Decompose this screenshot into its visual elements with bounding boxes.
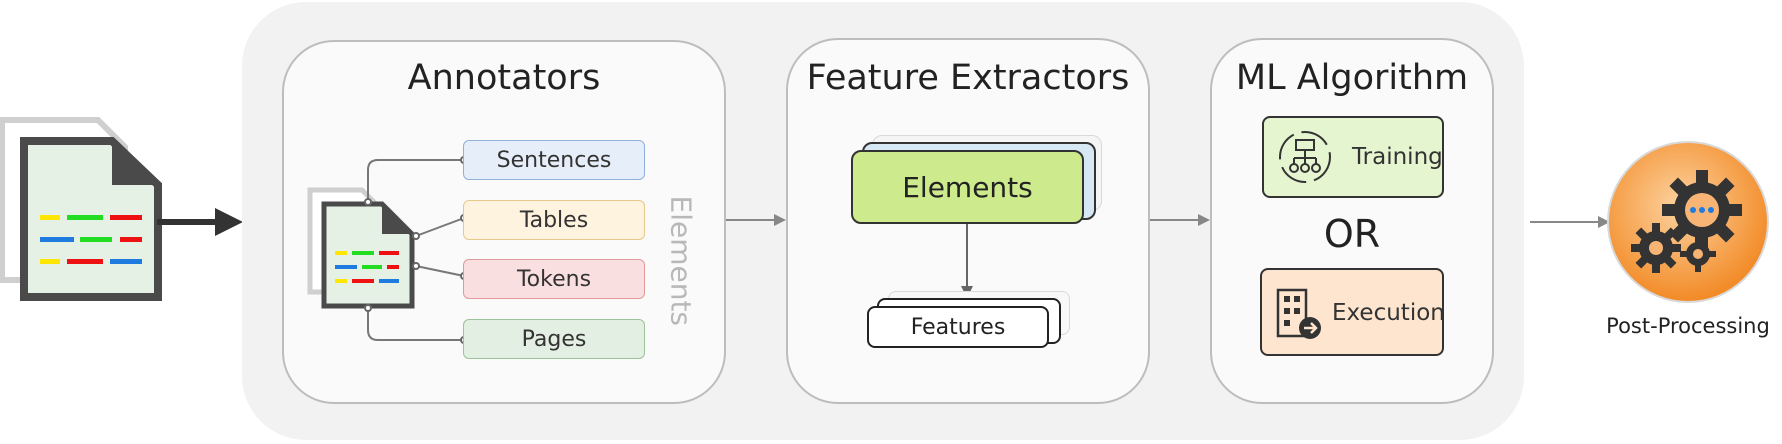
arrow-ml-to-post [1530, 216, 1610, 228]
annotator-tables: Tables [463, 200, 645, 240]
annotators-side-label: Elements [664, 195, 698, 327]
training-box: Training [1262, 116, 1444, 198]
training-label: Training [1352, 144, 1443, 170]
post-processing-label: Post-Processing [1606, 314, 1770, 338]
input-arrow [157, 208, 243, 236]
elements-card: Elements [851, 150, 1084, 224]
annotator-tokens: Tokens [463, 259, 645, 299]
elements-card-label: Elements [902, 170, 1033, 204]
features-card: Features [867, 306, 1049, 348]
annotators-document-icon [307, 187, 415, 309]
execution-box: Execution [1260, 268, 1445, 356]
arrow-elements-to-features [961, 224, 973, 298]
arrow-annotators-to-features [726, 214, 786, 226]
ml-algorithm-title: ML Algorithm [1235, 58, 1469, 98]
annotator-connectors [364, 156, 468, 344]
training-icon [1279, 131, 1331, 183]
arrow-features-to-ml [1150, 214, 1210, 226]
input-document-icon [0, 117, 162, 301]
feature-extractors-title: Feature Extractors [806, 58, 1130, 98]
features-card-label: Features [910, 314, 1006, 340]
or-label: OR [1323, 212, 1381, 256]
execution-label: Execution [1332, 300, 1445, 326]
post-processing-gears-icon [1607, 141, 1769, 303]
annotator-pages: Pages [463, 319, 645, 359]
annotators-title: Annotators [407, 58, 601, 98]
execution-icon [1276, 288, 1321, 339]
annotator-sentences: Sentences [463, 140, 645, 180]
